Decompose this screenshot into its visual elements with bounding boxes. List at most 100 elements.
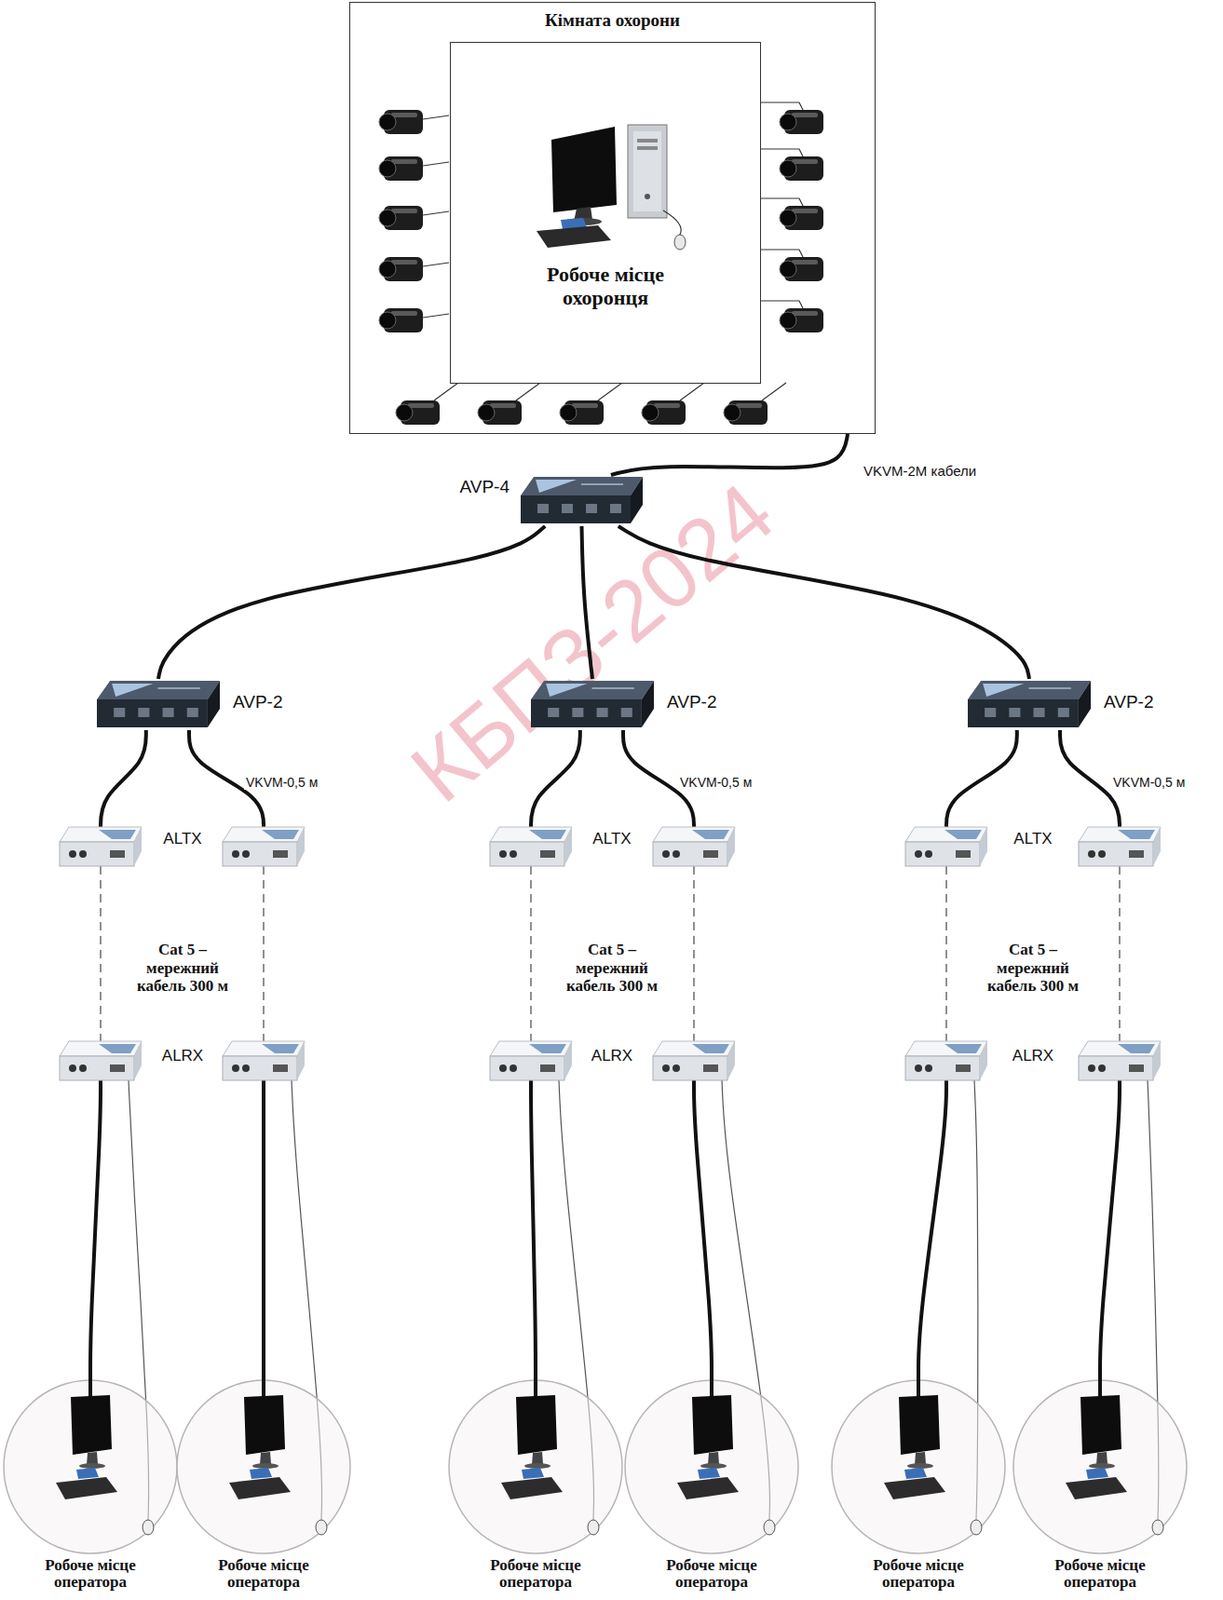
port [1098, 850, 1106, 858]
port [703, 850, 719, 858]
port [540, 850, 556, 858]
camera-lens [559, 404, 577, 422]
kvm-cable [530, 1080, 536, 1379]
part-label: ALTX [1011, 829, 1054, 849]
part-label: VKVM-0,5 м [1111, 774, 1187, 790]
switch-side [207, 680, 220, 728]
switch-port [621, 707, 633, 718]
monitor [898, 1395, 940, 1455]
node-text: Робоче місце охоронця [450, 262, 761, 311]
switch-port [537, 503, 549, 514]
port [1098, 1064, 1106, 1073]
wire [422, 162, 449, 166]
kvm-switch [520, 475, 643, 527]
switch-stripe [157, 687, 200, 690]
circle-outline [176, 1380, 351, 1554]
keyboard-pad [249, 1467, 272, 1480]
camera-icon [379, 156, 423, 181]
monitor-base [907, 1463, 934, 1469]
port [672, 1064, 680, 1073]
camera-lens [379, 113, 396, 131]
camera-highlight [791, 112, 818, 118]
kvm-cable [618, 526, 1030, 680]
part-label: VKVM-0,5 м [244, 774, 320, 790]
part-label: Cat 5 – мережний кабель 300 м [122, 940, 244, 996]
box-top [652, 1041, 735, 1057]
camera-highlight [791, 311, 818, 316]
kvm-cable [158, 526, 545, 680]
workstation-circle [623, 1378, 801, 1556]
box-front [652, 842, 728, 867]
switch-stripe [591, 687, 634, 690]
camera-lens [779, 113, 797, 131]
circle-outline [1013, 1380, 1187, 1554]
switch-port [610, 503, 622, 514]
switch-port [571, 707, 584, 718]
switch-front [520, 495, 631, 524]
box-stripe [261, 829, 299, 840]
port [272, 850, 288, 858]
port [1087, 1064, 1096, 1073]
box-side [134, 1041, 142, 1081]
box-top [489, 827, 572, 843]
camera-highlight [791, 159, 818, 164]
wire [760, 102, 803, 110]
circle-outline [625, 1380, 799, 1554]
monitor [551, 126, 617, 213]
camera-highlight [791, 259, 818, 265]
monitor-stand [259, 1452, 272, 1466]
monitor [1080, 1395, 1122, 1455]
port [955, 1064, 971, 1073]
box-side [979, 827, 988, 867]
camera-lens [379, 209, 396, 227]
drive-slot [637, 146, 658, 150]
camera-icon [779, 156, 824, 181]
extender-box [905, 1041, 988, 1081]
box-front [652, 1056, 728, 1081]
kvm-cable [100, 730, 147, 831]
network-cable [529, 866, 531, 1057]
network-cable [693, 866, 694, 1057]
monitor-base [79, 1463, 106, 1469]
cable-connector [582, 526, 594, 680]
mouse [674, 234, 686, 250]
keyboard [536, 225, 612, 248]
monitor-cable [1098, 1378, 1102, 1398]
wire [422, 115, 449, 120]
mouse [142, 1520, 154, 1536]
box-front [59, 1056, 135, 1081]
kvm-cable [623, 730, 694, 831]
box-side [727, 827, 735, 867]
switch-port [561, 503, 573, 514]
port [79, 850, 87, 858]
monitor [516, 1395, 558, 1455]
camera-icon [379, 308, 423, 333]
switch-port [1033, 707, 1046, 718]
circle-outline [3, 1380, 177, 1554]
circle-outline [448, 1380, 623, 1554]
camera-lens [379, 160, 396, 177]
keyboard [229, 1477, 291, 1500]
keyboard-pad [697, 1467, 721, 1480]
mouse [587, 1520, 599, 1536]
switch-port [113, 707, 125, 718]
switch-logo [982, 683, 1024, 697]
box-top [222, 827, 305, 843]
camera-icon [379, 109, 423, 135]
box-front [222, 1056, 298, 1081]
switch-stripe [1028, 687, 1071, 690]
switch-front [530, 699, 642, 728]
extender-box [489, 827, 572, 867]
node-text: Робоче місце оператора [20, 1557, 161, 1591]
port [242, 850, 250, 858]
camera-icon [779, 109, 824, 135]
cable-connector [618, 526, 1030, 680]
mouse [315, 1520, 327, 1536]
workstation-node: Робоче місце оператора [175, 1378, 353, 1556]
switch-side [630, 476, 643, 524]
box-side [1153, 1041, 1161, 1081]
node-text: Робоче місце оператора [1030, 1557, 1170, 1591]
kvm-cable [918, 1080, 947, 1379]
extender-box [1078, 827, 1161, 867]
switch-top [520, 476, 643, 496]
